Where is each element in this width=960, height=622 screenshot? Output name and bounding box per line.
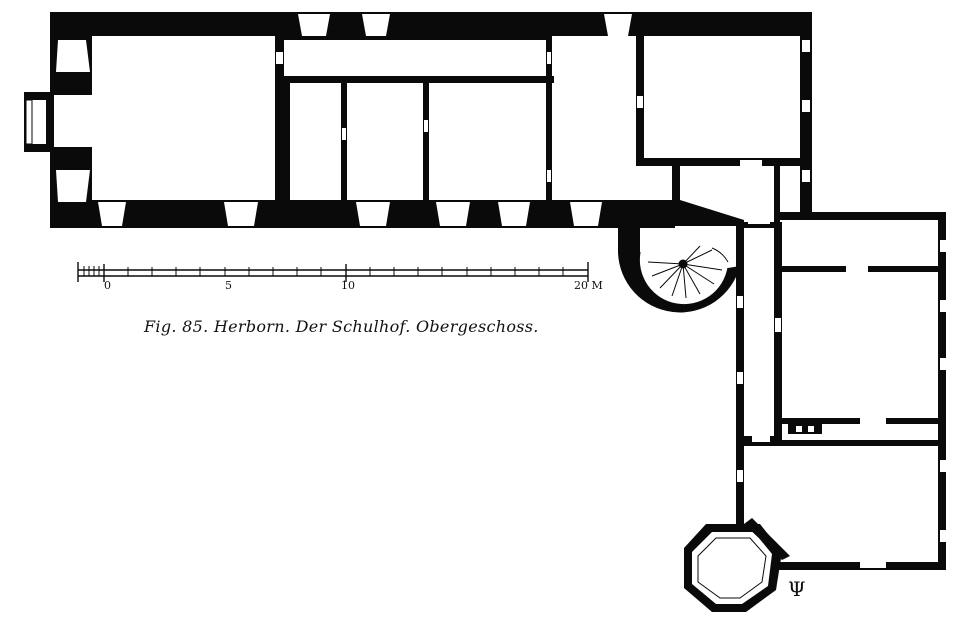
west-wing [24, 12, 812, 228]
scale-label-10: 10 [341, 279, 355, 292]
scale-label-5: 5 [225, 279, 232, 292]
figure-caption: Fig. 85. Herborn. Der Schulhof. Obergesc… [143, 317, 539, 336]
north-east-room [636, 12, 812, 226]
east-wing [736, 212, 946, 570]
scale-label-0: 0 [104, 279, 111, 292]
scale-bar: 0 5 10 20 M [77, 262, 603, 292]
north-arrow-mark: Ψ [788, 577, 806, 601]
scale-label-20: 20 M [574, 279, 603, 292]
octagonal-tower [684, 518, 790, 612]
spiral-stair [647, 245, 729, 299]
stair-turret [618, 226, 740, 313]
